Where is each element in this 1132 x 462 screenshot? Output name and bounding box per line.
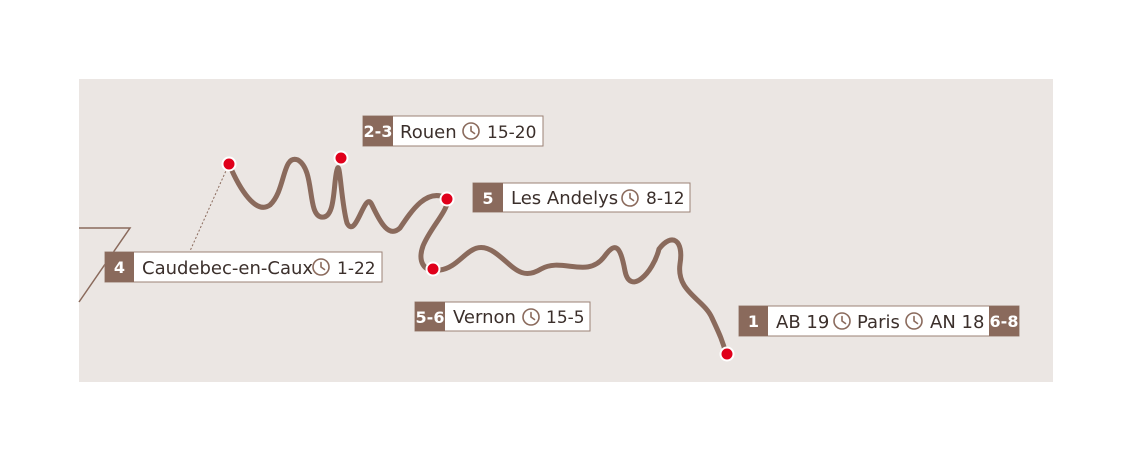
stop-name: Rouen [400, 122, 457, 143]
stop-marker-paris[interactable] [719, 346, 735, 362]
stop-label-paris[interactable]: 1 AB 19 Paris AN 18 6-8 [738, 305, 1020, 337]
stop-marker-andelys[interactable] [439, 191, 455, 207]
clock-icon [462, 122, 480, 140]
stop-name: Vernon [453, 307, 516, 328]
stop-label-rouen[interactable]: 2-3 Rouen 15-20 [362, 115, 544, 147]
stop-time: AN 18 [930, 312, 984, 333]
stop-marker-rouen[interactable] [333, 150, 349, 166]
stop-label-vernon[interactable]: 5-6 Vernon 15-5 [414, 301, 591, 332]
stop-badge-end [989, 306, 1019, 336]
stop-badge-text: 5 [482, 189, 493, 208]
stop-badge [363, 116, 393, 146]
stop-badge-text: 1 [748, 312, 759, 331]
label-box [738, 305, 1020, 337]
clock-icon [621, 189, 639, 207]
stop-marker-caudebec[interactable] [221, 156, 237, 172]
stop-badge [473, 183, 503, 212]
stop-badge [105, 252, 134, 282]
stop-badge [739, 306, 768, 336]
coastline [78, 227, 132, 303]
clock-icon [522, 308, 540, 326]
stop-name: Caudebec-en-Caux [142, 258, 313, 279]
stop-time: 8-12 [646, 189, 685, 209]
stop-time: 15-20 [487, 123, 536, 143]
stop-badge-text: 5-6 [416, 308, 445, 327]
clock-icon [833, 312, 851, 330]
stop-badge-text: 2-3 [364, 122, 393, 141]
stop-prefix: AB 19 [776, 312, 829, 333]
stop-name: Les Andelys [511, 188, 618, 209]
stop-label-andelys[interactable]: 5 Les Andelys 8-12 [472, 182, 691, 213]
clock-icon [312, 258, 330, 276]
map-panel [79, 79, 1053, 382]
stop-time: 15-5 [546, 308, 585, 328]
stop-badge-text: 4 [114, 258, 125, 277]
stop-badge [415, 302, 445, 331]
stop-badge-end-text: 6-8 [990, 312, 1019, 331]
stop-label-caudebec[interactable]: 4 Caudebec-en-Caux 1-22 [104, 251, 383, 283]
clock-icon [905, 312, 923, 330]
stop-time: 1-22 [337, 259, 376, 279]
seine-river [226, 156, 729, 357]
stop-marker-vernon[interactable] [425, 261, 441, 277]
stop-name: Paris [857, 312, 900, 333]
